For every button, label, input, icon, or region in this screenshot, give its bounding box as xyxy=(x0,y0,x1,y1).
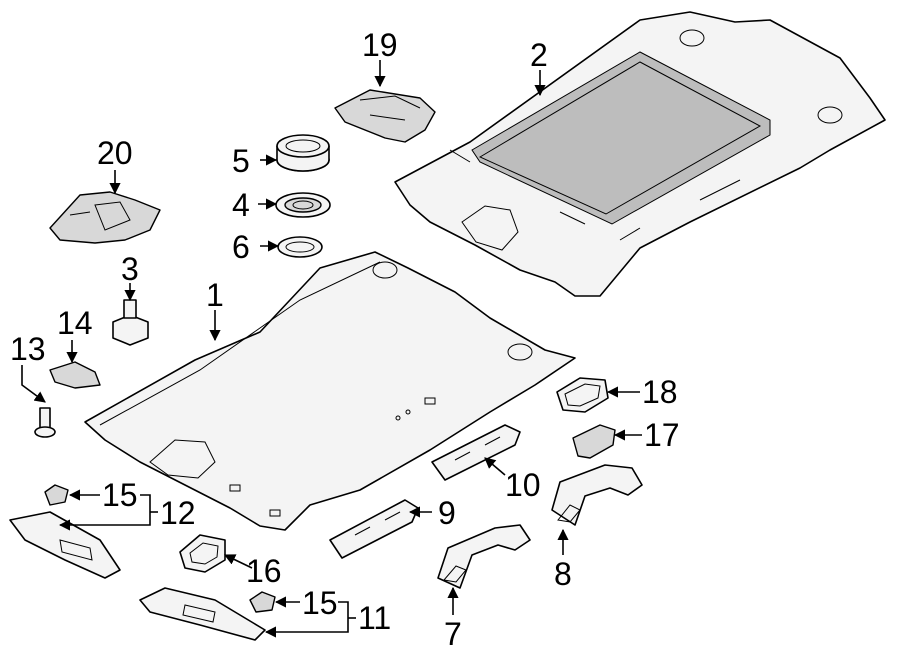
dome-lamp-part xyxy=(49,191,161,244)
callout-5: 5 xyxy=(232,143,250,179)
callout-labels: 1 2 3 4 5 6 7 8 9 10 11 12 13 14 15 15 1… xyxy=(10,27,680,652)
callout-16: 16 xyxy=(246,553,282,589)
visor-clip-part-15-upper xyxy=(44,484,69,506)
callout-19: 19 xyxy=(362,27,398,63)
callout-1: 1 xyxy=(206,277,224,313)
callout-17: 17 xyxy=(644,417,680,453)
callout-6: 6 xyxy=(232,229,250,265)
callout-8: 8 xyxy=(554,556,572,592)
speaker-ring-part-4 xyxy=(275,192,331,218)
callout-14: 14 xyxy=(57,305,93,341)
headliner-sunroof-part xyxy=(394,11,886,297)
speaker-ring-part-6 xyxy=(277,236,323,258)
bracket-part-14 xyxy=(49,361,101,389)
lamp-part-17 xyxy=(572,424,616,459)
rail-part-9 xyxy=(329,499,419,559)
callout-13: 13 xyxy=(10,331,46,367)
mirror-frame-part-16 xyxy=(179,534,226,573)
callout-11: 11 xyxy=(358,600,391,636)
callout-9: 9 xyxy=(438,495,456,531)
headliner-part xyxy=(84,251,576,531)
callout-15-lower: 15 xyxy=(302,585,338,621)
overhead-console-part xyxy=(334,89,436,143)
rail-part-10 xyxy=(431,424,521,481)
grab-handle-part-8 xyxy=(551,464,643,526)
sun-visor-part-12 xyxy=(9,511,121,579)
speaker-ring-part-5 xyxy=(276,134,330,172)
callout-2: 2 xyxy=(530,37,548,73)
callout-15-upper: 15 xyxy=(102,477,138,513)
visor-clip-part-15-lower xyxy=(249,591,276,613)
callout-18: 18 xyxy=(642,374,678,410)
callout-3: 3 xyxy=(121,251,139,287)
screw-part-13 xyxy=(34,407,56,438)
grab-handle-part-7 xyxy=(437,524,531,589)
callout-10: 10 xyxy=(505,467,541,503)
callout-20: 20 xyxy=(97,135,133,171)
lamp-lens-part-18 xyxy=(556,377,609,413)
sun-visor-part-11 xyxy=(139,587,266,641)
clip-part-3 xyxy=(112,299,149,346)
leader-lines xyxy=(21,60,642,638)
callout-4: 4 xyxy=(232,187,250,223)
callout-7: 7 xyxy=(444,616,462,652)
callout-12: 12 xyxy=(160,495,196,531)
